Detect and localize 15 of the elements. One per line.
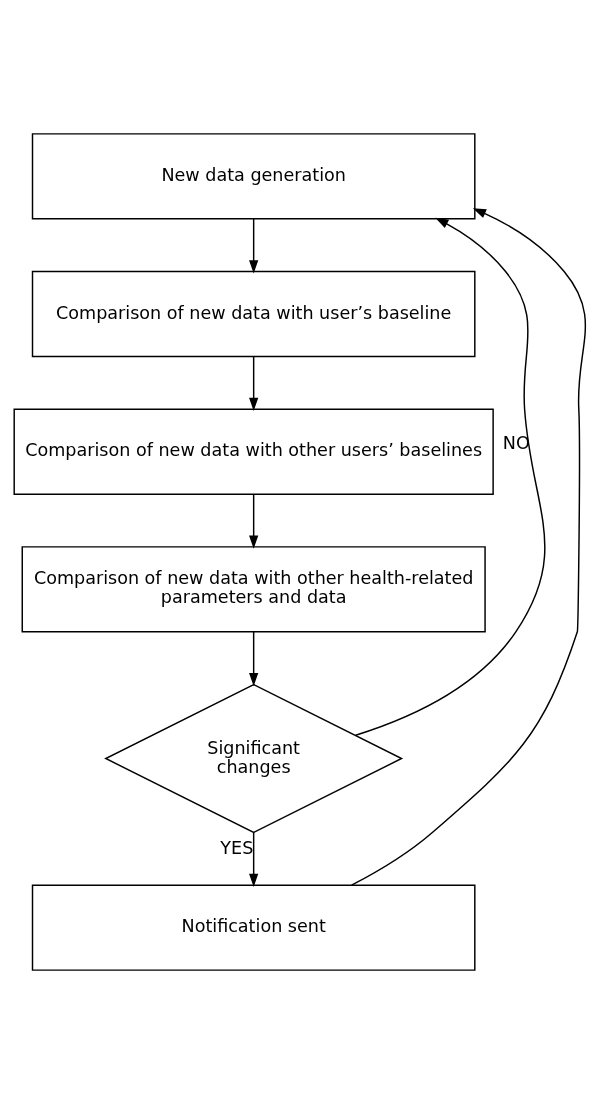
node-box: Comparison of new data with other health-related parameters and data	[21, 546, 486, 633]
node-box: Notification sent	[31, 884, 476, 971]
arrow	[249, 355, 259, 412]
arrow	[249, 832, 259, 888]
arrow	[249, 218, 259, 274]
node-box: New data generation	[31, 133, 476, 220]
edge-label: NO	[502, 433, 530, 454]
node-box: Comparison of new data with user’s baseline	[31, 270, 476, 358]
node-diamond: Significant changes	[104, 683, 404, 834]
edge-label: YES	[220, 837, 254, 858]
node-box: Comparison of new data with other users’ baselines	[13, 408, 494, 495]
arrow	[354, 217, 546, 736]
arrow	[249, 493, 259, 549]
arrow	[249, 631, 259, 687]
arrow	[350, 208, 587, 886]
